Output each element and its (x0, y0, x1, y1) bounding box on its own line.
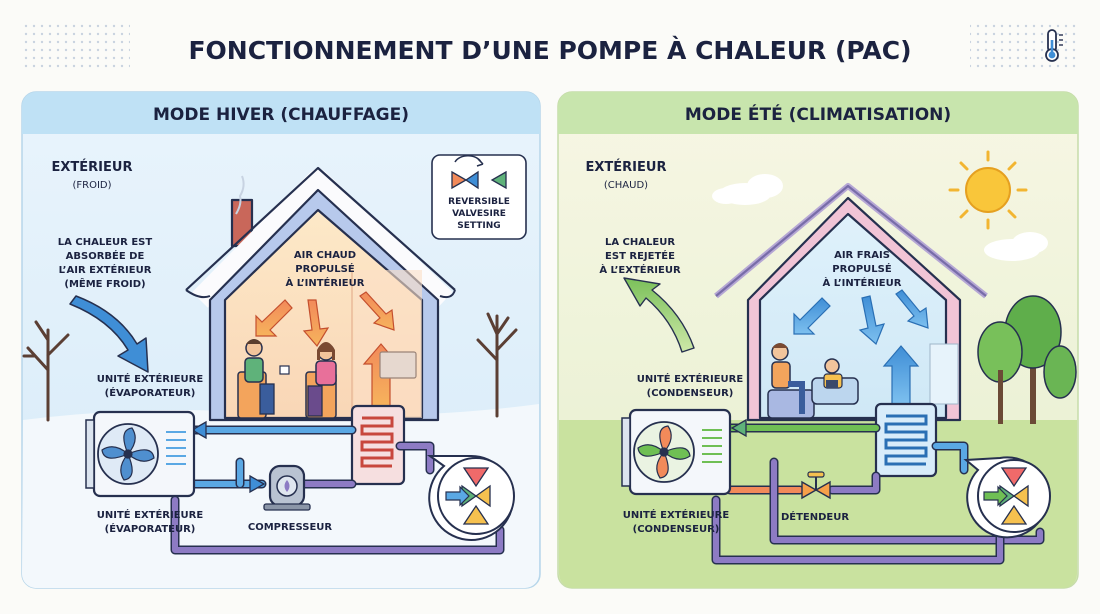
summer-refrigerant-loop (711, 423, 1045, 565)
bare-tree-icon (22, 320, 70, 422)
fan-icon (101, 427, 155, 481)
cold-air-intake-arrow-icon (69, 295, 149, 373)
dot-pattern-left (22, 20, 130, 68)
winter-outdoor-unit (85, 410, 196, 498)
summer-header-band (558, 92, 1078, 134)
winter-exterior-title: EXTÉRIEUR (52, 159, 133, 175)
dot-pattern-right (970, 20, 1078, 68)
warm-air-arrow-icon (255, 299, 293, 337)
summer-reject-line-2: EST REJETÉE (605, 249, 675, 262)
family-people-icon (237, 339, 337, 419)
summer-indoor-line-1: AIR FRAIS (834, 250, 890, 261)
fan-icon (637, 425, 691, 479)
winter-unit-label-bottom-2: (ÉVAPORATEUR) (105, 522, 196, 535)
winter-absorb-line-3: L’AIR EXTÉRIEUR (59, 263, 152, 276)
winter-absorb-line-1: LA CHALEUR EST (58, 237, 153, 248)
rising-cool-air-arrow-icon (882, 345, 920, 405)
winter-header: MODE HIVER (CHAUFFAGE) (153, 105, 409, 125)
valve-card-line-2: VALVESIRE (452, 209, 506, 219)
indoor-heat-exchanger (350, 404, 406, 486)
indoor-evaporator-coil (874, 402, 938, 478)
summer-header: MODE ÉTÉ (CLIMATISATION) (685, 103, 951, 125)
sun-icon (948, 150, 1028, 230)
summer-outdoor-unit (621, 408, 732, 496)
valve-card-line-3: SETTING (457, 221, 500, 231)
people-relaxing-icon (767, 343, 859, 419)
expansion-valve-label: DÉTENDEUR (781, 510, 849, 523)
cloud-icon (984, 232, 1048, 261)
reversing-valve-bubble (426, 454, 515, 541)
summer-unit-label-bottom-2: (CONDENSEUR) (633, 524, 720, 535)
winter-absorb-line-4: (MÊME FROID) (64, 277, 145, 290)
page-title: FONCTIONNEMENT D’UNE POMPE À CHALEUR (PA… (188, 36, 911, 65)
winter-panel: MODE HIVER (CHAUFFAGE) EXTÉRIEUR (FROID)… (21, 91, 541, 589)
flow-direction-arrow-icon (249, 474, 266, 494)
expansion-valve-icon (801, 471, 831, 500)
winter-unit-label-bottom-1: UNITÉ EXTÉRIEURE (97, 508, 204, 521)
summer-exterior-title: EXTÉRIEUR (586, 159, 667, 175)
winter-header-band (22, 92, 540, 134)
winter-unit-label-top-2: (ÉVAPORATEUR) (105, 386, 196, 399)
compressor-label: COMPRESSEUR (248, 522, 333, 533)
summer-indoor-line-3: À L’INTÉRIEUR (823, 276, 902, 289)
valve-card-line-1: REVERSIBLE (448, 197, 510, 207)
summer-unit-label-top-1: UNITÉ EXTÉRIEURE (637, 372, 744, 385)
summer-indoor-line-2: PROPULSÉ (832, 262, 892, 275)
warm-air-arrow-icon (359, 291, 395, 331)
summer-exterior-sub: (CHAUD) (604, 180, 648, 191)
winter-unit-label-top-1: UNITÉ EXTÉRIEURE (97, 372, 204, 385)
reversible-valve-card: REVERSIBLE VALVESIRE SETTING (431, 154, 527, 240)
cloud-icon (712, 174, 783, 205)
cool-air-arrow-icon (858, 295, 885, 346)
thermometer-icon (1045, 29, 1063, 62)
heat-rejection-arrow-icon (623, 277, 695, 353)
cool-air-arrow-icon (793, 297, 831, 335)
compressor-icon (263, 464, 311, 511)
summer-unit-label-bottom-1: UNITÉ EXTÉRIEURE (623, 508, 730, 521)
tv-icon (379, 351, 417, 379)
winter-absorb-line-2: ABSORBÉE DE (66, 249, 145, 262)
winter-indoor-line-3: À L’INTÉRIEUR (286, 276, 365, 289)
winter-indoor-line-2: PROPULSÉ (295, 262, 355, 275)
reversing-valve-bubble (963, 456, 1051, 539)
warm-air-arrow-icon (302, 299, 330, 348)
cool-air-arrow-icon (895, 289, 929, 329)
bare-tree-icon (476, 312, 518, 418)
summer-reject-line-1: LA CHALEUR (605, 237, 675, 248)
flow-direction-arrow-icon (190, 420, 207, 440)
summer-unit-label-top-2: (CONDENSEUR) (647, 388, 734, 399)
winter-exterior-sub: (FROID) (72, 180, 111, 191)
tree-icon (977, 295, 1077, 424)
flow-direction-arrow-icon (730, 418, 747, 438)
summer-panel: MODE ÉTÉ (CLIMATISATION) EXTÉRIEUR (CHAU… (557, 91, 1079, 589)
summer-reject-line-3: À L’EXTÉRIEUR (599, 263, 681, 276)
winter-indoor-line-1: AIR CHAUD (294, 250, 356, 261)
